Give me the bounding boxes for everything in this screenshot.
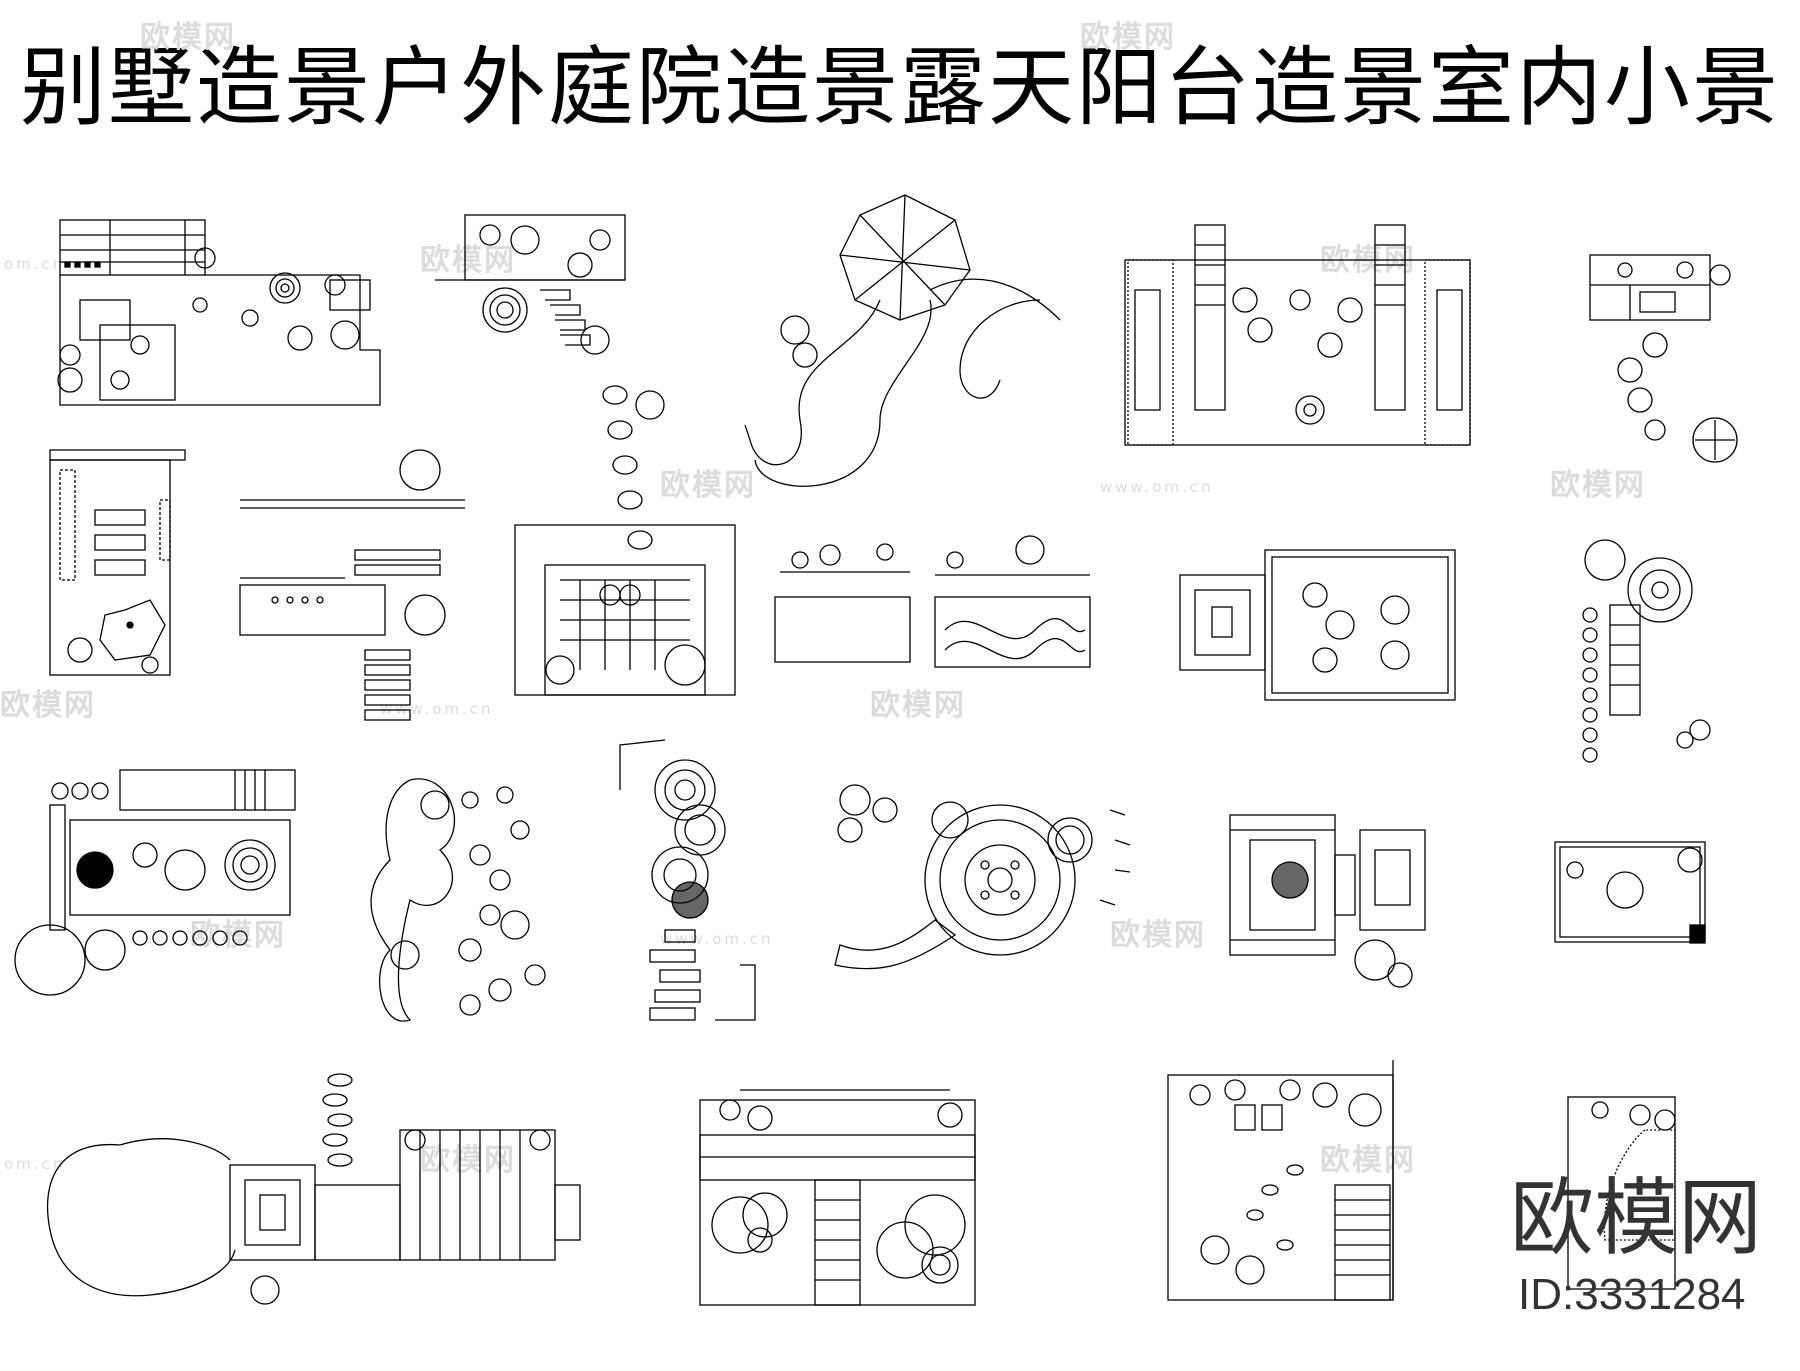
watermark: 欧模网 [420,243,516,278]
balcony-plan [1554,841,1706,944]
courtyard-plan-3 [14,769,296,996]
watermark-url: om.cn [4,255,66,273]
square-garden-plan [1179,549,1456,701]
formal-garden-plan [1124,224,1471,446]
watermark: 欧模网 [1110,918,1206,953]
watermark-url: om.cn [4,1155,66,1173]
terrace-plan-1 [435,214,626,355]
watermark-url: www.om.cn [660,930,774,948]
brand-id: ID:3331284 [1518,1270,1746,1319]
watermark: 欧模网 [190,918,286,953]
watermark: 欧模网 [870,688,966,723]
courtyard-plan-1 [57,219,381,406]
watermark: 欧模网 [0,688,96,723]
watermark: 欧模网 [1550,468,1646,503]
watermark: 欧模网 [660,468,756,503]
organic-garden-plan [370,778,546,1022]
terrace-plan-3 [699,1089,976,1306]
watermark: 欧模网 [140,20,236,55]
garden-path-plan [1167,1060,1394,1301]
pond-plan [514,385,736,696]
pool-plans [774,535,1091,668]
courtyard-plan-2 [49,449,186,676]
page-title: 别墅造景户外庭院造景露天阳台造景室内小景 [20,38,1780,138]
pavilion-path-plan [744,194,1061,487]
round-plaza-plan [834,784,1131,970]
brand-logo: 欧模网 [1510,1169,1763,1267]
interior-scene-plan [1567,1096,1676,1290]
watermark: 欧模网 [420,1143,516,1178]
watermark: 欧模网 [1080,20,1176,55]
watermark: 欧模网 [1320,1143,1416,1178]
circular-garden-plan [1582,539,1711,763]
small-garden-plan-1 [1589,254,1738,463]
watermark-url: www.om.cn [1100,478,1214,496]
spiral-garden-plan [619,739,756,1021]
deck-garden-plan [1229,814,1426,988]
large-courtyard-plan [46,1073,581,1305]
terrace-plan-2 [239,449,465,721]
